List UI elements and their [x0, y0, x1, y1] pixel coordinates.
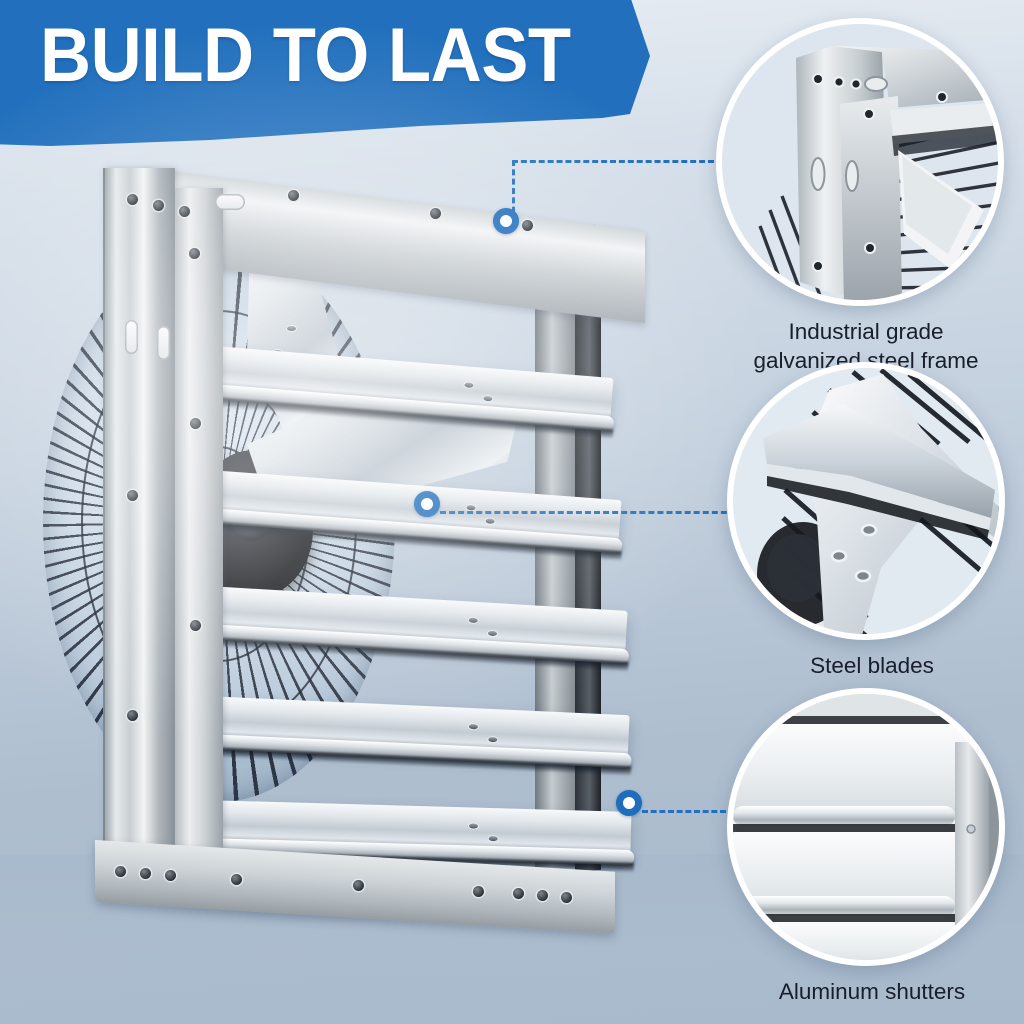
callout-shutters-image	[727, 688, 1005, 966]
louver-rivet	[468, 823, 479, 829]
frame-screw	[190, 418, 201, 429]
callout-frame[interactable]: Industrial grade galvanized steel frame	[716, 18, 1016, 376]
frame-screw	[473, 886, 484, 897]
callout-shutters[interactable]: Aluminum shutters	[727, 688, 1017, 1007]
callout-frame-image	[716, 18, 1004, 306]
callout-marker-shutters[interactable]	[616, 790, 642, 816]
frame-screw	[190, 620, 201, 631]
frame-screw	[561, 892, 572, 903]
frame-screw	[430, 208, 441, 219]
callout-blades-label: Steel blades	[810, 653, 934, 678]
connector-line-frame-vertical	[512, 160, 515, 222]
callout-frame-label: Industrial grade galvanized steel frame	[753, 319, 979, 373]
frame-screw	[537, 890, 548, 901]
louver-rivet	[487, 630, 498, 637]
callout-blades-image	[727, 362, 1005, 640]
headline-title: BUILD TO LAST	[40, 13, 571, 98]
callout-blades[interactable]: Steel blades	[727, 362, 1017, 681]
galvanized-frame-closeup-icon	[722, 24, 998, 300]
louver-rivet	[468, 723, 478, 730]
frame-left-inner-rail	[175, 188, 223, 898]
frame-screw	[353, 880, 364, 891]
product-image	[35, 150, 655, 940]
aluminum-shutter-closeup-icon	[733, 694, 999, 960]
callout-marker-frame[interactable]	[493, 208, 519, 234]
frame-screw	[189, 248, 200, 259]
frame-screw	[140, 868, 151, 879]
frame-mounting-slot	[215, 194, 245, 210]
blade-rivet	[287, 326, 296, 331]
frame-screw	[127, 710, 138, 721]
frame-screw	[115, 866, 126, 877]
louver-rivet	[483, 395, 493, 402]
frame-mounting-slot	[125, 320, 138, 354]
louver-rivet	[466, 504, 476, 511]
steel-blade-closeup-icon	[733, 368, 999, 634]
frame-screw	[127, 490, 138, 501]
connector-line-frame-horizontal	[512, 160, 812, 163]
connector-line-blades	[440, 511, 745, 514]
louver-rivet	[488, 736, 498, 743]
callout-marker-blades[interactable]	[414, 491, 440, 517]
frame-screw	[153, 200, 164, 211]
louver-rivet	[485, 518, 495, 524]
frame-screw	[127, 194, 138, 205]
louver-rivet	[488, 835, 498, 842]
frame-screw	[522, 220, 533, 231]
frame-screw	[288, 190, 299, 201]
frame-left-outer-rail	[103, 168, 175, 898]
frame-screw	[231, 874, 242, 885]
frame-screw	[179, 206, 190, 217]
frame-screw	[513, 888, 524, 899]
callout-shutters-label: Aluminum shutters	[778, 979, 966, 1004]
frame-screw	[165, 870, 176, 881]
louver-rivet	[464, 382, 474, 388]
frame-mounting-slot	[157, 326, 170, 360]
connector-line-shutters	[642, 810, 752, 813]
louver-rivet	[468, 617, 478, 624]
